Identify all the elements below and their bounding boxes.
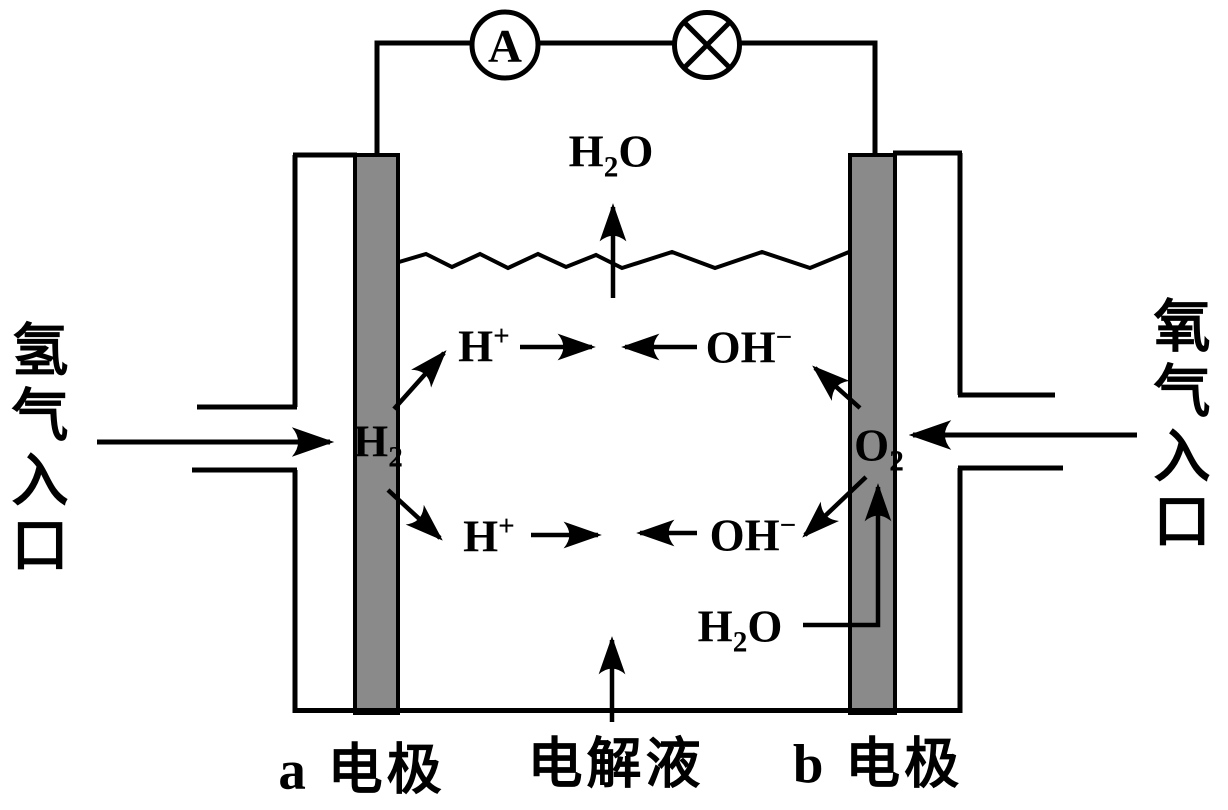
electrode-b-label: b 电极 bbox=[792, 733, 964, 795]
ammeter-icon bbox=[469, 9, 541, 81]
h2-label: H2 bbox=[353, 416, 403, 474]
h2o-top-label: H2O bbox=[568, 126, 654, 184]
ammeter-label: A bbox=[488, 20, 522, 73]
electrode-a-label: a 电极 bbox=[278, 739, 446, 801]
h-plus-top-label: H+ bbox=[458, 320, 510, 372]
liquid-surface-wave bbox=[398, 249, 850, 271]
oxygen-inlet-tube bbox=[958, 392, 1063, 471]
hydrogen-inlet-tube bbox=[192, 404, 297, 473]
wire-right bbox=[740, 40, 878, 157]
electrolyte-label: 电解液 bbox=[527, 733, 705, 795]
h2o-feed-arrow bbox=[803, 483, 892, 628]
oh-minus-top-label: OH− bbox=[705, 321, 793, 373]
oxygen-inlet-label: 氧气入口 bbox=[1145, 296, 1208, 556]
o2-to-ohminus-upper-arrow bbox=[812, 365, 862, 410]
o2-label: O2 bbox=[854, 420, 904, 478]
h2o-bottom-label: H2O bbox=[697, 601, 783, 659]
h2-to-hplus-upper-arrow bbox=[392, 350, 447, 411]
h2-to-hplus-lower-arrow bbox=[386, 488, 443, 541]
hydrogen-inlet-label: 氢气入口 bbox=[3, 320, 66, 580]
wire-left bbox=[374, 40, 471, 157]
o2-to-ohminus-lower-arrow bbox=[802, 475, 868, 538]
lamp-icon bbox=[672, 10, 742, 80]
oh-minus-bottom-label: OH− bbox=[709, 509, 797, 561]
h-plus-bottom-label: H+ bbox=[463, 510, 515, 562]
